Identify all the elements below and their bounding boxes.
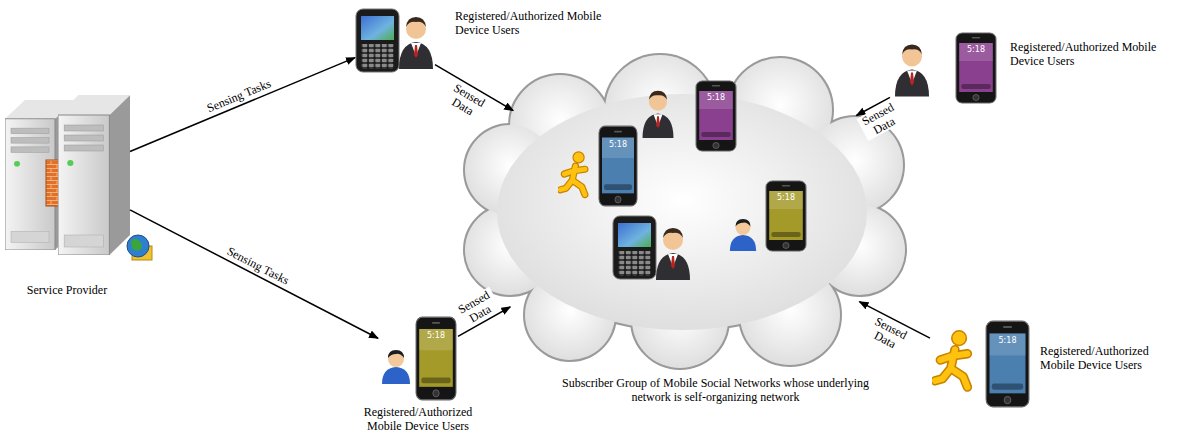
user-devices [356, 9, 1029, 407]
phone-clock: 5:18 [609, 141, 627, 149]
node-label: Subscriber Group of Mobile Social Networ… [543, 376, 888, 405]
user-group: Registered/Authorized Mobile Device User… [355, 5, 435, 77]
node-label: Registered/Authorized Mobile Device User… [1040, 344, 1174, 373]
phone-clock: 5:18 [967, 46, 985, 54]
node-label: Registered/Authorized Mobile Device User… [1010, 40, 1160, 69]
edge-label: Sensing Tasks [224, 244, 292, 287]
arrow-connector [130, 210, 378, 338]
node-label: Service Provider [0, 283, 137, 297]
service-provider: Service Provider [5, 95, 130, 260]
arrow-connector [130, 58, 355, 152]
user-group: Registered/Authorized Mobile Device User… [890, 30, 1000, 105]
node-label: Registered/Authorized Mobile Device User… [455, 9, 610, 38]
user-group: Registered/Authorized Mobile Device User… [378, 315, 458, 403]
node-label: Registered/Authorized Mobile Device User… [348, 405, 488, 434]
user-group: Registered/Authorized Mobile Device User… [930, 318, 1030, 410]
phone-clock: 5:18 [707, 94, 725, 102]
service-provider-servers [5, 95, 152, 260]
phone-clock: 5:18 [999, 337, 1017, 345]
phone-clock: 5:18 [427, 332, 445, 340]
edge-label: Sensed Data [442, 79, 491, 122]
mobile-cloud [465, 55, 905, 368]
cloud-network: Subscriber Group of Mobile Social Networ… [462, 55, 902, 365]
edge-label: Sensed Data [863, 313, 912, 355]
phone-clock: 5:18 [777, 194, 795, 202]
